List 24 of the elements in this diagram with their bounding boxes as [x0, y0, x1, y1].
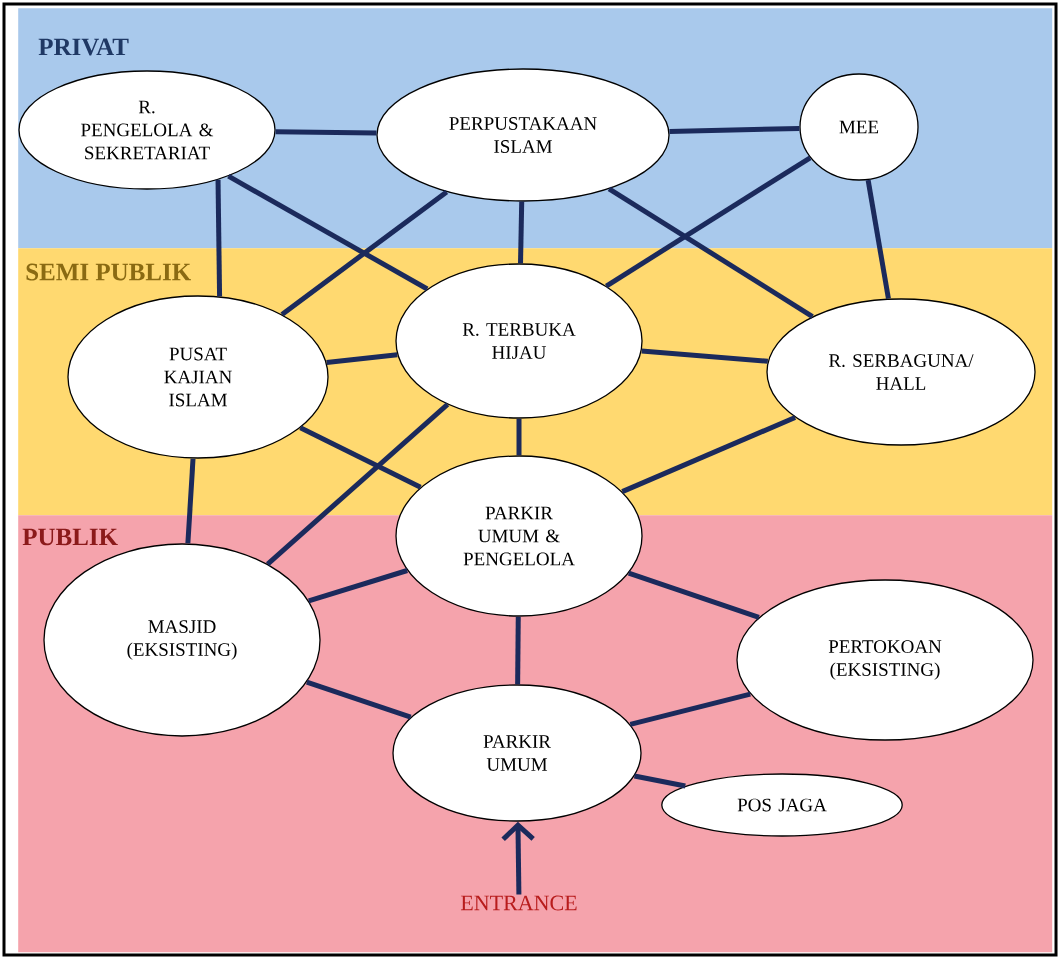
connector-line [641, 348, 769, 364]
connector-line [633, 773, 686, 789]
connector-line [215, 179, 223, 297]
connector-line [326, 352, 398, 366]
connector-line [266, 402, 450, 566]
connector-line [275, 129, 377, 136]
connector-line [865, 179, 891, 300]
connector-line [280, 189, 449, 317]
connector-line [299, 425, 422, 490]
connector-line [306, 679, 412, 720]
connector-line [185, 458, 196, 544]
connector-line [629, 691, 751, 727]
connector-line [227, 174, 429, 292]
connector-line [518, 201, 525, 264]
connector-line [308, 568, 408, 604]
entrance-label: ENTRANCE [460, 895, 577, 911]
connector-line [515, 616, 521, 685]
connector-line [627, 570, 760, 620]
connector-line [607, 186, 814, 319]
connector-line [621, 415, 797, 494]
connector-line [516, 418, 522, 456]
connector-line [669, 125, 800, 134]
connector-line [605, 155, 812, 289]
entrance-arrow [501, 821, 535, 895]
